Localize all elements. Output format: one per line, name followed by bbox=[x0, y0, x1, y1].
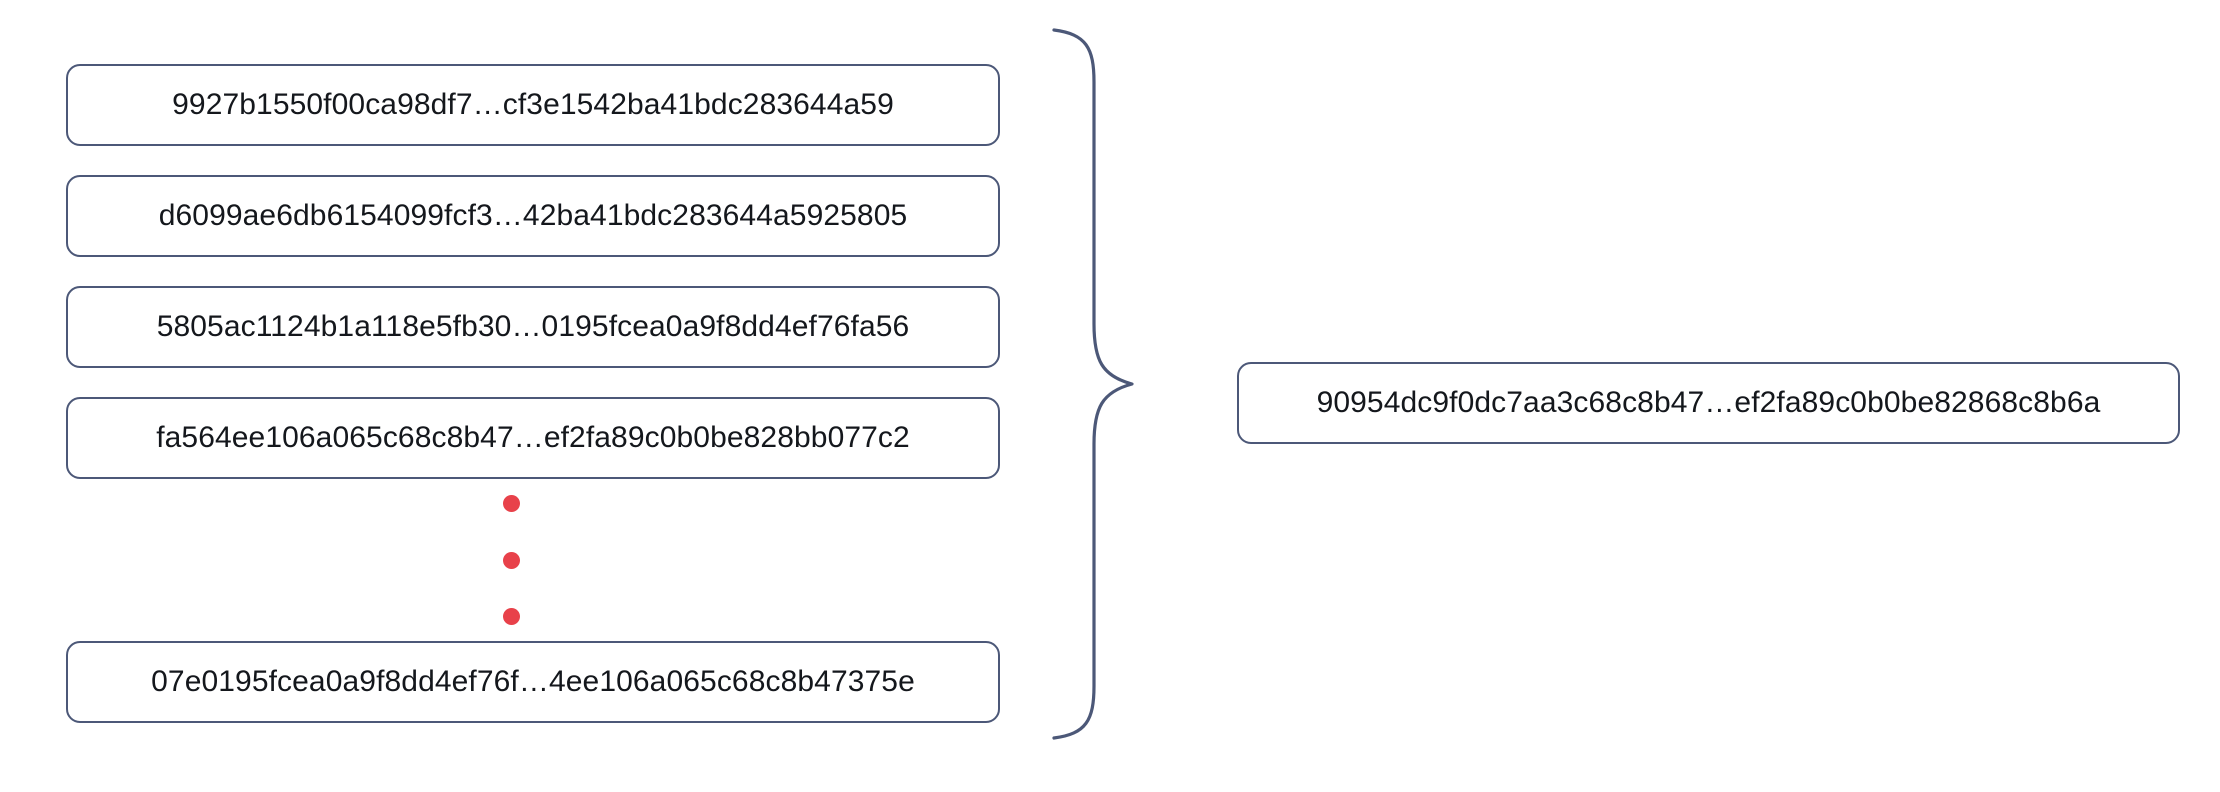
input-hash-text-1: d6099ae6db6154099fcf3…42ba41bdc283644a59… bbox=[158, 199, 908, 232]
input-hash-box-0: 9927b1550f00ca98df7…cf3e1542ba41bdc28364… bbox=[66, 64, 1000, 146]
vertical-ellipsis-icon bbox=[496, 495, 526, 625]
input-hash-text-2: 5805ac1124b1a118e5fb30…0195fcea0a9f8dd4e… bbox=[156, 310, 910, 343]
input-hash-text-0: 9927b1550f00ca98df7…cf3e1542ba41bdc28364… bbox=[172, 88, 894, 121]
curly-brace-icon bbox=[1040, 24, 1170, 744]
input-hash-box-4: 07e0195fcea0a9f8dd4ef76f…4ee106a065c68c8… bbox=[66, 641, 1000, 723]
output-hash-box: 90954dc9f0dc7aa3c68c8b47…ef2fa89c0b0be82… bbox=[1237, 362, 2180, 444]
ellipsis-dot-2 bbox=[502, 551, 520, 569]
ellipsis-dot-1 bbox=[502, 495, 520, 512]
input-hash-box-1: d6099ae6db6154099fcf3…42ba41bdc283644a59… bbox=[66, 175, 1000, 257]
input-hash-box-3: fa564ee106a065c68c8b47…ef2fa89c0b0be828b… bbox=[66, 397, 1000, 479]
ellipsis-dot-3 bbox=[502, 608, 520, 625]
input-hash-text-3: fa564ee106a065c68c8b47…ef2fa89c0b0be828b… bbox=[156, 421, 910, 454]
output-hash-text: 90954dc9f0dc7aa3c68c8b47…ef2fa89c0b0be82… bbox=[1316, 386, 2101, 419]
input-hash-box-2: 5805ac1124b1a118e5fb30…0195fcea0a9f8dd4e… bbox=[66, 286, 1000, 368]
input-hash-text-4: 07e0195fcea0a9f8dd4ef76f…4ee106a065c68c8… bbox=[151, 665, 915, 698]
